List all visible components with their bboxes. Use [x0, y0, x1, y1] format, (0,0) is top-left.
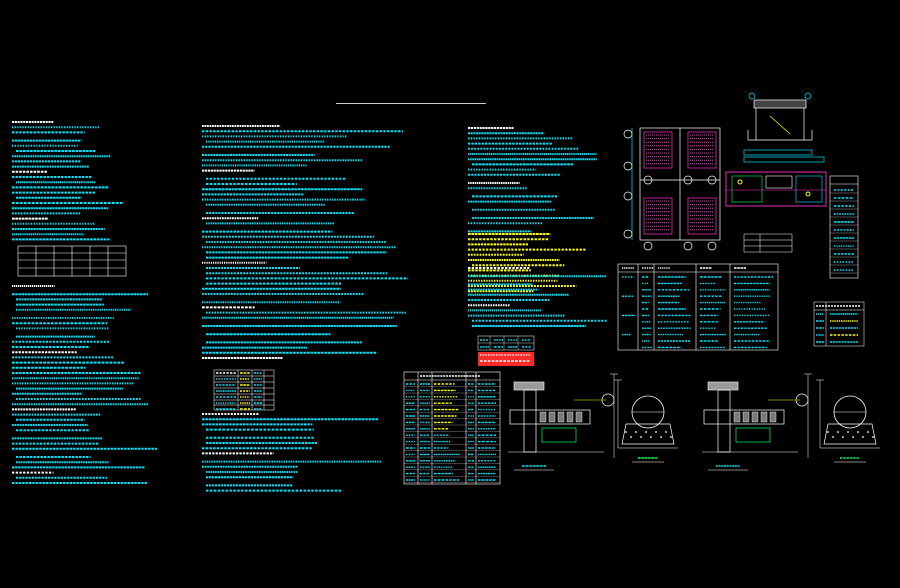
gravel-dot [654, 430, 658, 434]
notes-table-left [17, 245, 127, 277]
brick [769, 411, 777, 423]
gravel-dot [634, 430, 638, 434]
gravel-dot [639, 435, 643, 439]
notes-column-left [12, 121, 158, 484]
pier-column [523, 389, 537, 453]
schedule-table-small-cells [816, 305, 860, 343]
schedule-table-small [813, 301, 865, 347]
beam [703, 409, 785, 425]
brick [751, 411, 759, 423]
red-highlight-table-cells [480, 339, 531, 362]
notes-column-middle [202, 125, 409, 492]
brick [566, 411, 574, 423]
gravel-dot [624, 430, 628, 434]
gravel-dot [841, 435, 845, 439]
gravel-dot [644, 430, 648, 434]
beam [509, 409, 591, 425]
equipment-list-table [403, 371, 501, 485]
brick [575, 411, 583, 423]
title-underline [336, 103, 486, 104]
brick [548, 411, 556, 423]
pier-cap [513, 381, 545, 391]
pier-cap [707, 381, 739, 391]
notes-table-middle [213, 369, 275, 411]
gravel-dot [629, 435, 633, 439]
pier-column [717, 389, 731, 453]
gravel-dot [649, 435, 653, 439]
gravel-dot [669, 435, 673, 439]
equipment-list-rows [404, 375, 500, 483]
gravel-dot [861, 435, 865, 439]
schedule-table-main-cells [622, 267, 774, 349]
pipe-bedding [823, 423, 877, 445]
footing [541, 427, 577, 443]
gravel-dot [871, 435, 875, 439]
brick [557, 411, 565, 423]
notes-table-middle-cells [216, 372, 262, 410]
equipment-plan [725, 171, 827, 207]
brick [733, 411, 741, 423]
gravel-dot [866, 430, 870, 434]
gravel-dot [851, 435, 855, 439]
foundation-section-details [508, 373, 880, 471]
gravel-dot [831, 435, 835, 439]
gravel-dot [856, 430, 860, 434]
notes-column-right [468, 127, 608, 327]
footing [735, 427, 771, 443]
gravel-dot [826, 430, 830, 434]
brick [760, 411, 768, 423]
gravel-dot [659, 435, 663, 439]
gravel-dot [846, 430, 850, 434]
section-detail-top [743, 92, 825, 163]
schedule-table-main [617, 263, 779, 351]
legend-table-rows [830, 189, 858, 274]
floor-plan-hatching [646, 134, 714, 231]
gravel-dot [836, 430, 840, 434]
small-legend-table [743, 233, 793, 253]
floor-plan-left [623, 127, 721, 251]
legend-table-right [829, 175, 859, 279]
gravel-dot [664, 430, 668, 434]
brick [742, 411, 750, 423]
pipe-bedding [621, 423, 675, 445]
brick [539, 411, 547, 423]
